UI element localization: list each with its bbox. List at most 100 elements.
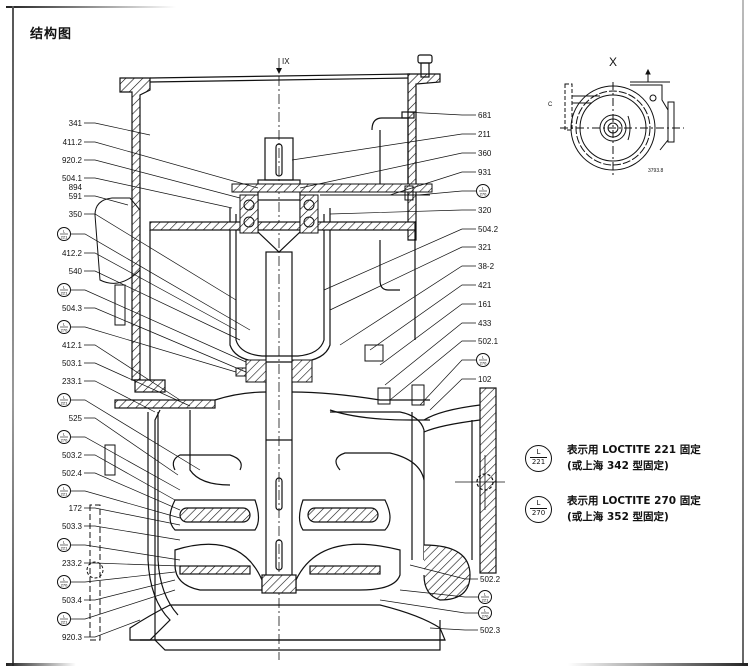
svg-text:L: L [484,592,487,597]
svg-text:L: L [63,614,66,619]
part-label: 525 [69,414,83,423]
part-label: 503.3 [62,522,83,531]
part-label: 102 [478,375,492,384]
part-label: 502.3 [480,626,501,635]
svg-text:L: L [63,285,66,290]
motor-stand [119,54,441,381]
svg-text:L: L [63,229,66,234]
part-label: 433 [478,319,492,328]
svg-text:221: 221 [61,492,68,497]
legend-line-2: (或上海 352 型固定) [567,511,669,523]
svg-text:221: 221 [61,546,68,551]
part-label: 503.2 [62,451,83,460]
svg-text:270: 270 [61,583,68,588]
part-label: 233.1 [62,377,83,386]
drawing-number: 3793.8 [648,168,664,174]
part-label: 504.3 [62,304,83,313]
discharge-nozzle [423,387,505,601]
part-label: 350 [69,210,83,219]
svg-text:L: L [63,322,66,327]
part-label: 591 [69,192,83,201]
frame-border-top [6,6,176,8]
part-label: 920.2 [62,156,83,165]
pump-cover-flange [114,379,441,651]
part-label: 421 [478,281,492,290]
legend-item-loctite-221: L 221 表示用 LOCTITE 221 固定 (或上海 342 型固定) [525,442,745,482]
impeller-stage-2 [174,543,401,594]
part-label: 211 [478,130,491,139]
part-label: 411.2 [63,138,83,147]
loctite-270-symbol-icon: L 270 [525,496,552,523]
pump-base [129,604,446,641]
frame-border-bottom-left [6,663,76,666]
svg-text:221: 221 [61,291,68,296]
section-marker: IX [282,57,290,66]
svg-text:221: 221 [61,620,68,625]
part-label: 360 [478,149,492,158]
part-label: 341 [69,119,83,128]
svg-text:L: L [63,577,66,582]
view-x-label: X [609,55,618,69]
part-label: 233.2 [62,559,83,568]
svg-text:L: L [63,395,66,400]
part-label: 503.4 [62,596,83,605]
bearing-housing [149,117,416,390]
legend-line-2: (或上海 342 型固定) [567,460,669,472]
part-label: 320 [478,206,492,215]
svg-text:221: 221 [61,401,68,406]
svg-text:L: L [63,486,66,491]
pump-casing [140,411,425,641]
legend-line-1: 表示用 LOCTITE 221 固定 [567,444,701,456]
svg-text:L: L [482,355,485,360]
view-x-callout: C [548,102,553,108]
svg-text:L: L [484,608,487,613]
part-label: 931 [478,168,492,177]
svg-text:L: L [63,432,66,437]
side-fittings [86,197,425,641]
part-label: 540 [69,267,83,276]
svg-text:221: 221 [482,598,489,603]
part-label: 502.4 [62,469,83,478]
svg-text:L: L [63,540,66,545]
part-label: 161 [478,300,492,309]
svg-text:270: 270 [61,438,68,443]
part-label: 894 [69,183,83,192]
view-x-detail [560,68,684,175]
svg-text:270: 270 [480,361,487,366]
left-part-labels: 341411.2920.2504.1894591350L221412.2540L… [57,119,83,642]
part-label: 504.1 [62,174,83,183]
leader-lines [71,111,478,638]
part-label: 38-2 [478,262,495,271]
frame-border-bottom-right [568,663,748,666]
upper-bearing [231,183,433,234]
part-label: 412.2 [62,249,83,258]
frame-border-left [12,6,14,666]
impeller-stage-1 [169,499,391,531]
frame-border-right [742,0,744,665]
svg-text:L: L [482,186,485,191]
lower-bearing [235,359,313,383]
part-label: 502.2 [480,575,501,584]
svg-text:221: 221 [61,235,68,240]
part-label: 321 [478,243,492,252]
legend-line-1: 表示用 LOCTITE 270 固定 [567,495,701,507]
shaft-centerline [276,58,282,660]
diagram-title: 结构图 [30,27,73,42]
part-label: 681 [478,111,492,120]
part-label: 504.2 [478,225,499,234]
part-label: 920.3 [62,633,83,642]
part-label: 503.1 [62,359,83,368]
